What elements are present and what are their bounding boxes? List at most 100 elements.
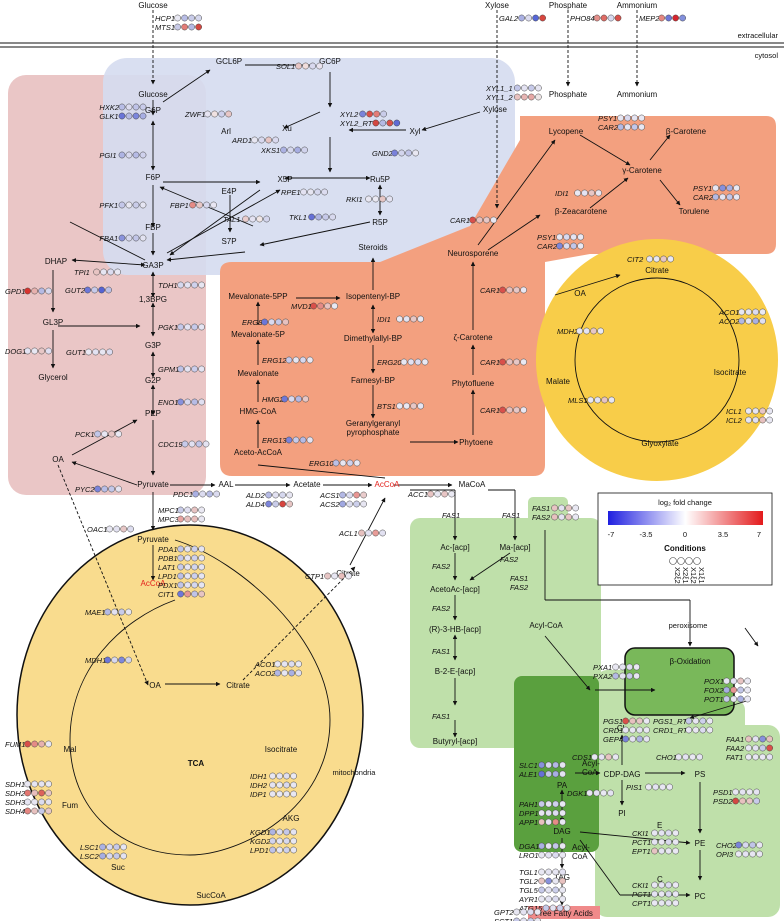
fold-change-dot (118, 151, 126, 159)
gene-label: FAS2 (500, 555, 519, 564)
fold-change-dot (403, 402, 410, 410)
fold-change-dot (38, 807, 45, 815)
gene-group-fas2-a: FAS2 (432, 562, 451, 571)
fold-change-dot (360, 491, 367, 499)
fold-change-dot (31, 347, 38, 355)
accoa-mito: AcCoA (141, 579, 167, 588)
fold-change-dot (552, 770, 559, 778)
fold-change-dot (538, 842, 545, 850)
gene-group-gpm1: GPM1 (158, 365, 205, 374)
gene-label: ATG15 (518, 904, 543, 913)
fold-change-dot (263, 215, 270, 223)
gene-label: KGD1 (250, 828, 270, 837)
gene-label: ERG12 (262, 356, 287, 365)
gene-label: ACO2 (254, 669, 276, 678)
fold-change-dot (317, 302, 324, 310)
fold-change-dot (559, 818, 566, 826)
fold-change-dot (106, 348, 113, 356)
fold-change-dot (265, 491, 272, 499)
fold-change-dot (321, 188, 328, 196)
mal: Mal (64, 745, 77, 754)
acyl-coa: Acyl-CoA (529, 621, 563, 630)
gene-group-eno1: ENO1 (158, 398, 205, 407)
fold-change-dot (280, 146, 287, 154)
fold-change-dot (127, 525, 134, 533)
fold-change-dot (665, 838, 672, 846)
fold-change-dot (629, 735, 636, 743)
fold-change-dot (379, 195, 386, 203)
fold-change-dot (269, 846, 276, 854)
ma-acp: Ma-[acp] (499, 543, 530, 552)
legend-condition-label: X2ξ2 (673, 567, 682, 584)
fold-change-dot (184, 515, 191, 523)
fold-change-dot (699, 726, 707, 734)
gene-label: ALE1 (518, 770, 537, 779)
fold-change-dot (38, 287, 45, 295)
fold-change-dot (545, 800, 552, 808)
fold-change-dot (552, 886, 559, 894)
fold-change-dot (506, 406, 513, 414)
fold-change-dot (339, 491, 346, 499)
fold-change-dot (587, 396, 594, 404)
fold-change-dot (139, 201, 147, 209)
gene-group-pfk1: PFK1 (99, 201, 147, 210)
fold-change-dot (659, 783, 666, 791)
fold-change-dot (499, 286, 506, 294)
fold-change-dot (198, 545, 205, 553)
compartment-backgrounds (8, 58, 780, 917)
fold-change-dot (658, 890, 665, 898)
gene-group-tal1: TAL1 (223, 215, 270, 224)
fold-change-dot (745, 735, 752, 743)
fold-change-dot (538, 895, 545, 903)
gene-label: ACO1 (254, 660, 275, 669)
fold-change-dot (106, 852, 113, 860)
gene-label: MEP2 (639, 14, 660, 23)
tca-label: TCA (188, 759, 205, 768)
gene-label: CHO2 (716, 841, 738, 850)
fold-change-dot (184, 506, 191, 514)
ggpp-line1: Geranylgeranyl (346, 419, 400, 428)
gene-label: OPI3 (716, 850, 734, 859)
gene-label: PYC2 (75, 485, 95, 494)
fold-change-dot (542, 904, 550, 912)
fold-change-dot (281, 395, 288, 403)
fold-change-dot (396, 402, 403, 410)
fold-change-dot (612, 672, 619, 680)
fold-change-dot (104, 608, 111, 616)
fold-change-dot (272, 500, 279, 508)
fold-change-dot (184, 323, 191, 331)
gene-label: FUM1 (5, 740, 25, 749)
fold-change-dot (139, 103, 147, 111)
fold-change-dot (292, 436, 300, 444)
gc6p: GC6P (319, 57, 341, 66)
glucose-ext: Glucose (138, 1, 168, 10)
fold-change-dot (746, 788, 753, 796)
fold-change-dot (719, 193, 726, 201)
gene-group-ard1: ARD1 (231, 136, 279, 145)
gene-label: HMG2 (262, 395, 284, 404)
fold-change-dot (601, 396, 608, 404)
fold-change-dot (324, 302, 331, 310)
gene-group-idi1-car: IDI1 (555, 189, 602, 198)
fold-change-dot (372, 195, 379, 203)
gene-label: RPE1 (281, 188, 301, 197)
pe: PE (695, 839, 706, 848)
gene-label: CAR1 (480, 406, 500, 415)
gene-group-tpi1: TPI1 (74, 268, 121, 277)
s7p: S7P (221, 237, 236, 246)
fold-change-dot (410, 315, 417, 323)
gene-label: DPP1 (519, 809, 539, 818)
gene-label: MDH1 (85, 656, 106, 665)
fold-change-dot (726, 184, 733, 192)
fold-change-dot (285, 356, 293, 364)
gene-label: PGK1 (158, 323, 178, 332)
gene-label: MDH2 (557, 327, 579, 336)
fold-change-dot (685, 717, 693, 725)
fold-change-dot (269, 772, 276, 780)
ps: PS (695, 770, 706, 779)
fold-change-dot (744, 686, 751, 694)
fold-change-dot (520, 286, 527, 294)
fold-change-dot (198, 506, 205, 514)
